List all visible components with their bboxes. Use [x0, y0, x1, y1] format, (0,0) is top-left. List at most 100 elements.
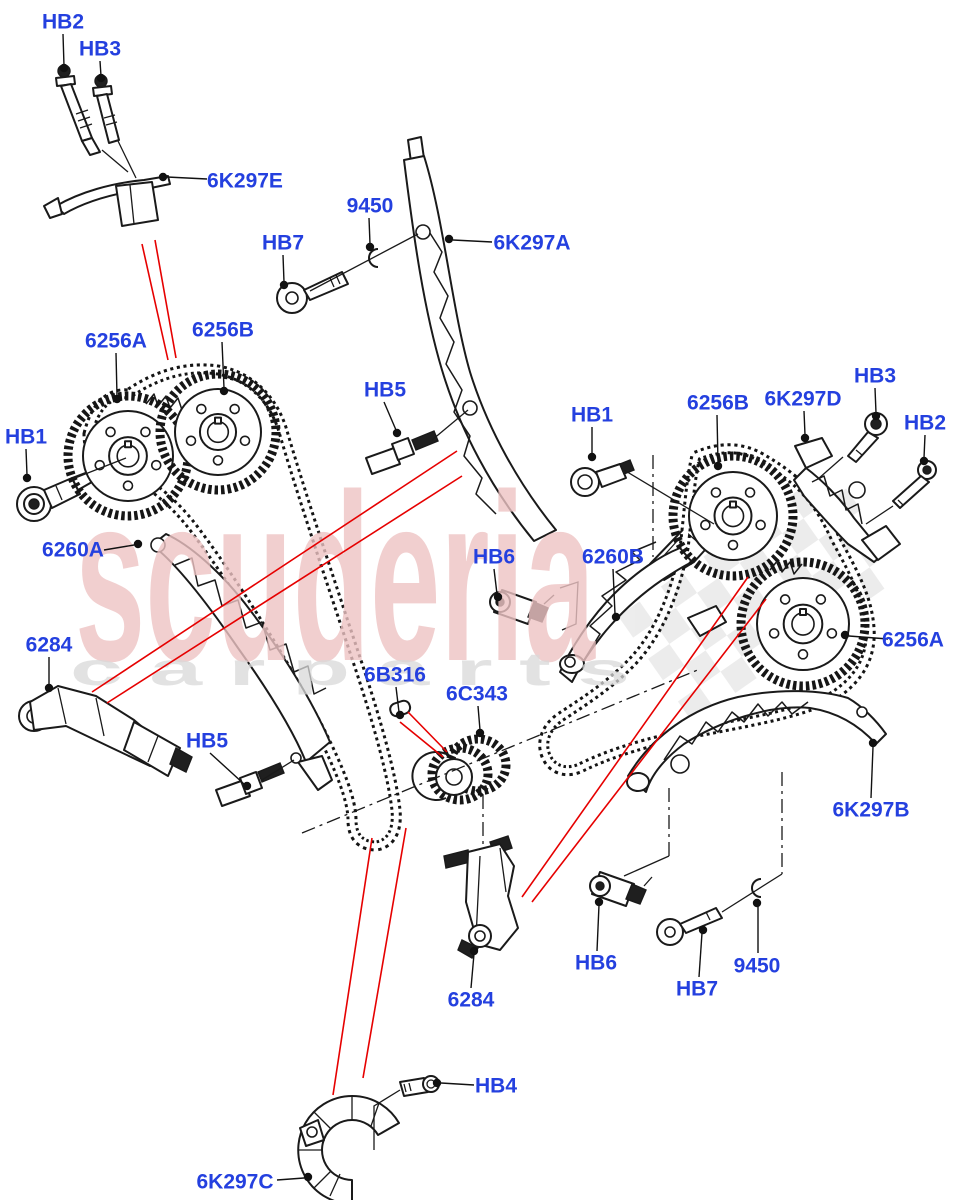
- bracket-outline: [559, 581, 579, 631]
- red-pointer-line: [106, 475, 463, 704]
- part-label-6k297a[interactable]: 6K297A: [493, 232, 570, 255]
- leader-lines: [22, 33, 929, 1182]
- leader-dot: [800, 433, 810, 443]
- part-label-6b316[interactable]: 6B316: [364, 664, 426, 687]
- leader-dot: [587, 452, 597, 462]
- part-label-hb1-r[interactable]: HB1: [571, 404, 613, 427]
- part-label-6k297e[interactable]: 6K297E: [207, 170, 283, 193]
- red-pointer-line: [521, 576, 749, 898]
- stud-hb3-top: [92, 74, 120, 144]
- part-label-6260b[interactable]: 6260B: [582, 546, 644, 569]
- part-label-hb6-r[interactable]: HB6: [473, 546, 515, 569]
- washer-9450-top: [368, 248, 379, 268]
- leader-dot: [158, 172, 168, 182]
- red-pointer-lines: [91, 239, 767, 1096]
- leader-dot: [868, 738, 878, 748]
- leader-dot: [279, 280, 289, 290]
- crank-sprocket-6c343: [411, 734, 511, 805]
- leader-line: [115, 352, 118, 397]
- part-label-hb5-l[interactable]: HB5: [186, 730, 228, 753]
- leader-dot: [713, 461, 723, 471]
- part-label-hb3-r[interactable]: HB3: [854, 365, 896, 388]
- leader-dot: [96, 73, 106, 83]
- leader-dot: [594, 897, 604, 907]
- part-label-6284-b[interactable]: 6284: [448, 989, 495, 1012]
- part-label-6k297b[interactable]: 6K297B: [832, 799, 909, 822]
- leader-dot: [392, 428, 402, 438]
- leader-dot: [59, 63, 69, 73]
- part-label-6256a-l[interactable]: 6256A: [85, 330, 147, 353]
- leader-line: [62, 33, 65, 67]
- leader-dot: [432, 1078, 442, 1088]
- leader-dot: [919, 456, 929, 466]
- cam-phaser-sprocket: [63, 391, 193, 521]
- leader-line: [870, 746, 874, 799]
- leader-line: [716, 414, 719, 464]
- chain-guide-6k297b: [626, 690, 887, 793]
- leader-dot: [395, 710, 405, 720]
- cam-phaser-sprocket: [155, 369, 281, 495]
- timing-chain-right: [538, 443, 876, 777]
- bolt-hb2-right: [892, 460, 937, 509]
- red-pointer-line: [141, 243, 169, 361]
- leader-line: [493, 568, 498, 595]
- leader-dot: [365, 242, 375, 252]
- part-label-hb1-l[interactable]: HB1: [5, 426, 47, 449]
- part-label-hb2-top[interactable]: HB2: [42, 11, 84, 34]
- part-label-6k297d[interactable]: 6K297D: [764, 388, 841, 411]
- leader-dot: [475, 728, 485, 738]
- part-label-6260a[interactable]: 6260A: [42, 539, 104, 562]
- leader-line: [395, 686, 400, 713]
- part-label-hb3-top[interactable]: HB3: [79, 38, 121, 61]
- part-label-6256a-r[interactable]: 6256A: [882, 629, 944, 652]
- washer-9450-bottom: [751, 878, 762, 898]
- leader-line: [470, 953, 475, 989]
- part-label-6c343[interactable]: 6C343: [446, 683, 508, 706]
- bolt-hb5-upper: [365, 430, 439, 475]
- part-label-hb5-u[interactable]: HB5: [364, 379, 406, 402]
- leader-line: [923, 434, 926, 459]
- bolt-hb7-top: [276, 271, 349, 314]
- tensioner-6284-left: [18, 685, 193, 777]
- part-label-hb7-b[interactable]: HB7: [676, 978, 718, 1001]
- bolt-hb6-bottom: [589, 871, 653, 907]
- red-pointer-line: [332, 837, 373, 1096]
- tensioner-arm-6k297e: [43, 175, 171, 227]
- leader-dot: [493, 592, 503, 602]
- cam-phaser-sprocket: [668, 451, 798, 581]
- part-label-6k297c[interactable]: 6K297C: [196, 1171, 273, 1194]
- watermark-subtext: c a r p a r t s: [70, 643, 630, 695]
- construction-lines: [69, 140, 894, 1150]
- leader-line: [99, 60, 102, 77]
- chain-guide-6260a: [150, 533, 333, 791]
- leader-line: [383, 401, 397, 431]
- leader-line: [452, 239, 493, 243]
- leader-dot: [242, 781, 252, 791]
- leader-dot: [44, 683, 54, 693]
- red-pointer-line: [91, 450, 458, 693]
- leader-line: [276, 1177, 305, 1181]
- part-label-9450-b[interactable]: 9450: [734, 955, 781, 978]
- cam-sprockets: [63, 369, 870, 691]
- leader-dot: [444, 234, 454, 244]
- chain-guide-6k297a: [403, 136, 557, 542]
- part-label-6256b-l[interactable]: 6256B: [192, 319, 254, 342]
- part-label-hb6-b[interactable]: HB6: [575, 952, 617, 975]
- red-pointer-line: [399, 721, 444, 758]
- leader-line: [848, 635, 889, 640]
- part-label-9450-top[interactable]: 9450: [347, 195, 394, 218]
- part-label-hb7-top[interactable]: HB7: [262, 232, 304, 255]
- leader-line: [368, 217, 371, 245]
- part-label-6284-l[interactable]: 6284: [26, 634, 73, 657]
- bolt-hb7-bottom: [656, 907, 723, 946]
- bolt-hb4: [399, 1075, 440, 1097]
- leader-dot: [112, 394, 122, 404]
- leader-dot: [303, 1172, 313, 1182]
- part-label-hb4[interactable]: HB4: [475, 1075, 517, 1098]
- chain-guard-6k297c: [297, 1095, 400, 1200]
- part-label-hb2-r[interactable]: HB2: [904, 412, 946, 435]
- leader-dot: [871, 411, 881, 421]
- part-label-6256b-r[interactable]: 6256B: [687, 392, 749, 415]
